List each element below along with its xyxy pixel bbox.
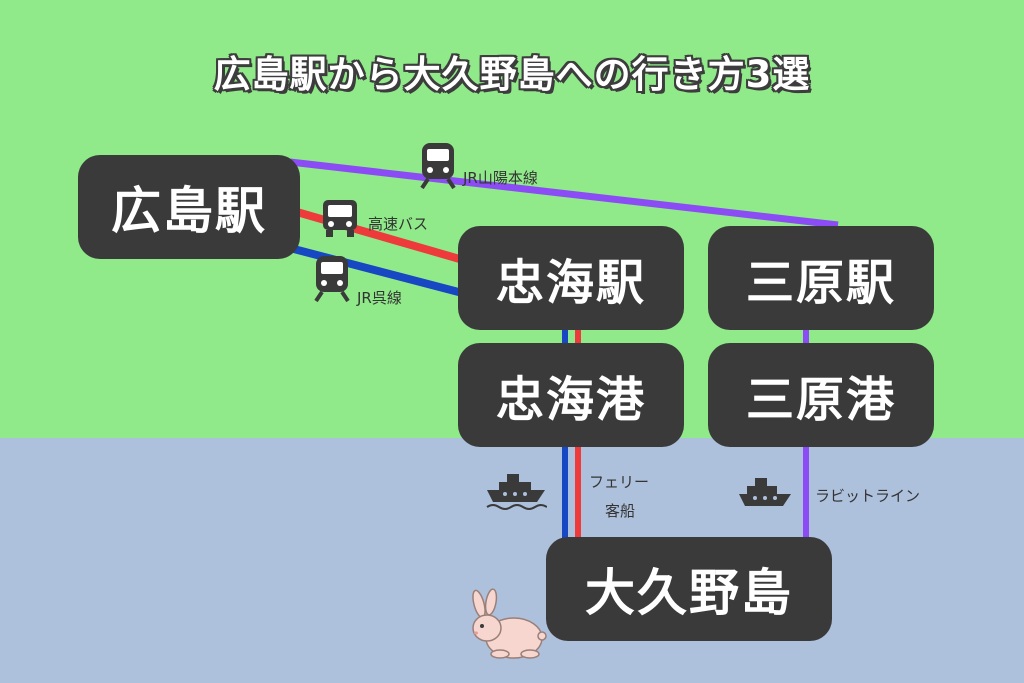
node-okunoshima: 大久野島 (546, 537, 832, 641)
node-mihara-port: 三原港 (708, 343, 934, 447)
route-label-jr-kure: JR呉線 (357, 289, 402, 307)
train-icon (420, 143, 456, 189)
jr-sanyo-line (289, 158, 839, 229)
route-label-jr-sanyo: JR山陽本線 (463, 169, 538, 187)
rabbit-icon (472, 588, 547, 659)
ship-icon (739, 478, 791, 506)
jr-kure-line (288, 244, 472, 299)
page-title: 広島駅から大久野島への行き方3選 (213, 53, 811, 96)
node-hiroshima-station: 広島駅 (78, 155, 300, 259)
route-label-highway-bus: 高速バス (368, 215, 429, 233)
highway-bus-line (288, 206, 472, 266)
node-tadanoumi-station: 忠海駅 (458, 226, 684, 330)
node-mihara-station: 三原駅 (708, 226, 934, 330)
node-tadanoumi-port: 忠海港 (458, 343, 684, 447)
bus-icon (323, 200, 357, 237)
route-label-rabbit-line: ラビットライン (815, 487, 921, 505)
train-icon (314, 256, 350, 302)
route-label-passenger-boat: 客船 (605, 502, 636, 520)
route-label-ferry: フェリー (589, 473, 650, 491)
ship-icon (486, 474, 547, 510)
